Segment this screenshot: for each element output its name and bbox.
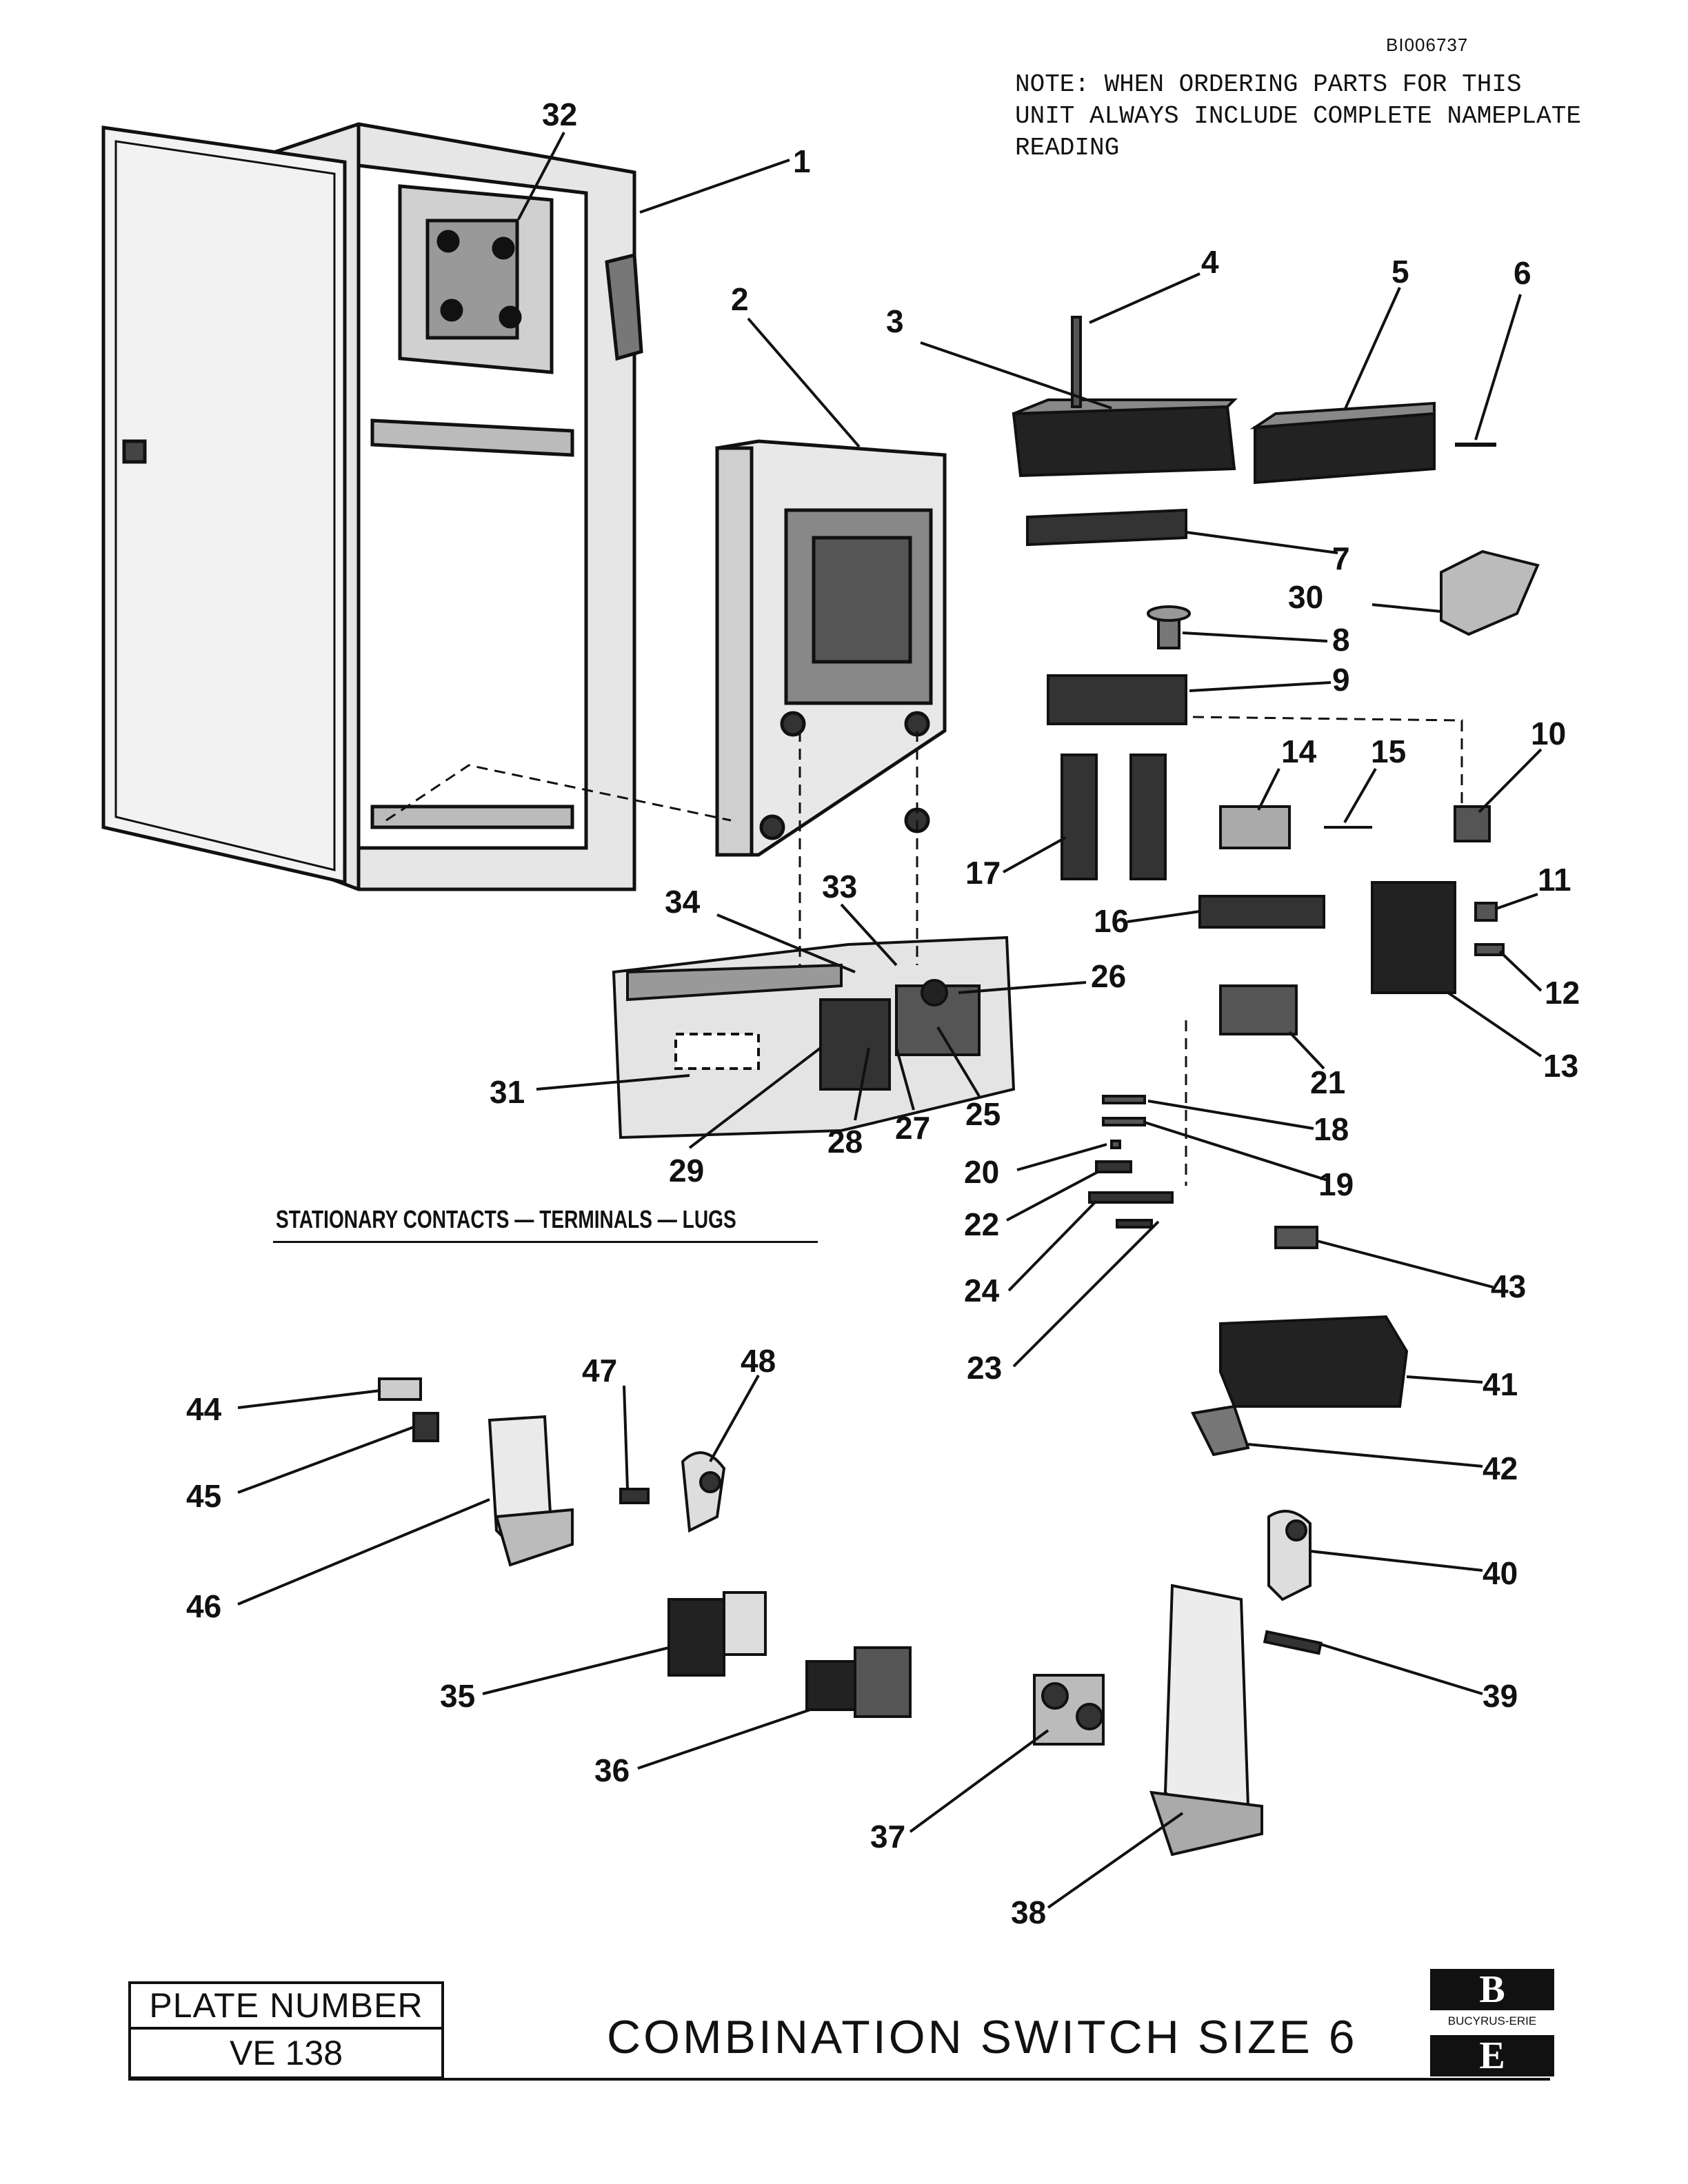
- callout-3: 3: [886, 303, 904, 339]
- callout-33: 33: [822, 869, 857, 904]
- callout-45: 45: [186, 1478, 221, 1514]
- bucyrus-erie-logo: B BUCYRUS-ERIE E: [1430, 1969, 1554, 2083]
- leader-lines: [237, 132, 1543, 1909]
- callout-15: 15: [1371, 734, 1406, 769]
- note-line: NOTE: WHEN ORDERING PARTS FOR THIS: [1015, 70, 1522, 99]
- callout-41: 41: [1483, 1366, 1518, 1402]
- callout-8: 8: [1332, 622, 1350, 658]
- callout-27: 27: [895, 1110, 930, 1146]
- callout-4: 4: [1201, 244, 1219, 280]
- callout-18: 18: [1314, 1111, 1349, 1147]
- section-title: STATIONARY CONTACTS — TERMINALS — LUGS: [276, 1205, 736, 1233]
- callout-12: 12: [1545, 975, 1580, 1011]
- callout-5: 5: [1391, 254, 1409, 290]
- document-id: BI006737: [1386, 34, 1469, 55]
- callout-43: 43: [1491, 1268, 1526, 1304]
- callout-34: 34: [665, 884, 701, 920]
- callout-38: 38: [1011, 1894, 1046, 1930]
- callout-28: 28: [827, 1124, 863, 1160]
- logo-mark-bottom: E: [1430, 2035, 1554, 2076]
- enclosure-illustration: [101, 122, 643, 891]
- plate-number-box: PLATE NUMBER VE 138: [128, 1981, 444, 2079]
- section-title-underline: [273, 1241, 818, 1243]
- plate-number: VE 138: [229, 2034, 343, 2072]
- callout-numbers: 1 2 3 4 5 6 7 8 9 10 11 12 13 14 15 16 1…: [186, 97, 1580, 1930]
- callout-7: 7: [1332, 540, 1350, 576]
- callout-22: 22: [964, 1206, 999, 1242]
- callout-9: 9: [1332, 662, 1350, 698]
- callout-10: 10: [1531, 716, 1566, 751]
- assembly-dashed-lines: [385, 716, 1463, 1186]
- callout-48: 48: [741, 1343, 776, 1379]
- callout-37: 37: [870, 1819, 905, 1854]
- callout-25: 25: [965, 1096, 1001, 1132]
- contacts-lugs-illustration: [378, 1377, 1323, 1857]
- callout-21: 21: [1310, 1064, 1345, 1100]
- callout-26: 26: [1091, 958, 1126, 994]
- plate-label: PLATE NUMBER: [131, 1984, 441, 2030]
- footer-rule: [128, 2078, 1550, 2081]
- logo-text: BUCYRUS-ERIE: [1447, 2014, 1537, 2028]
- callout-6: 6: [1514, 255, 1531, 291]
- callout-44: 44: [186, 1391, 222, 1427]
- callout-42: 42: [1483, 1450, 1518, 1486]
- callout-46: 46: [186, 1588, 221, 1624]
- callout-14: 14: [1281, 734, 1317, 769]
- base-assembly-illustration: [612, 936, 1016, 1140]
- note-line: READING: [1015, 134, 1120, 162]
- callout-29: 29: [669, 1153, 704, 1189]
- callout-23: 23: [967, 1350, 1002, 1386]
- callout-40: 40: [1483, 1555, 1518, 1591]
- callout-31: 31: [490, 1074, 525, 1110]
- note-line: UNIT ALWAYS INCLUDE COMPLETE NAMEPLATE: [1015, 102, 1581, 130]
- callout-17: 17: [965, 855, 1001, 891]
- callout-1: 1: [793, 143, 811, 179]
- callout-16: 16: [1094, 903, 1129, 939]
- callout-30: 30: [1288, 579, 1323, 615]
- callout-13: 13: [1543, 1048, 1578, 1084]
- callout-19: 19: [1318, 1166, 1354, 1202]
- drawing-title: COMBINATION SWITCH SIZE 6: [607, 2011, 1358, 2063]
- callout-32: 32: [542, 97, 577, 132]
- callout-47: 47: [582, 1353, 617, 1388]
- callout-36: 36: [594, 1752, 630, 1788]
- callout-35: 35: [440, 1678, 475, 1714]
- mounting-panel-illustration: [715, 439, 947, 857]
- callout-2: 2: [731, 281, 749, 317]
- upper-parts-illustration: [1012, 316, 1540, 1457]
- callout-39: 39: [1483, 1678, 1518, 1714]
- ordering-note: NOTE: WHEN ORDERING PARTS FOR THIS UNIT …: [1015, 69, 1663, 164]
- logo-mark-top: B: [1430, 1969, 1554, 2010]
- callout-24: 24: [964, 1273, 1000, 1308]
- callout-11: 11: [1538, 862, 1571, 898]
- callout-20: 20: [964, 1154, 999, 1190]
